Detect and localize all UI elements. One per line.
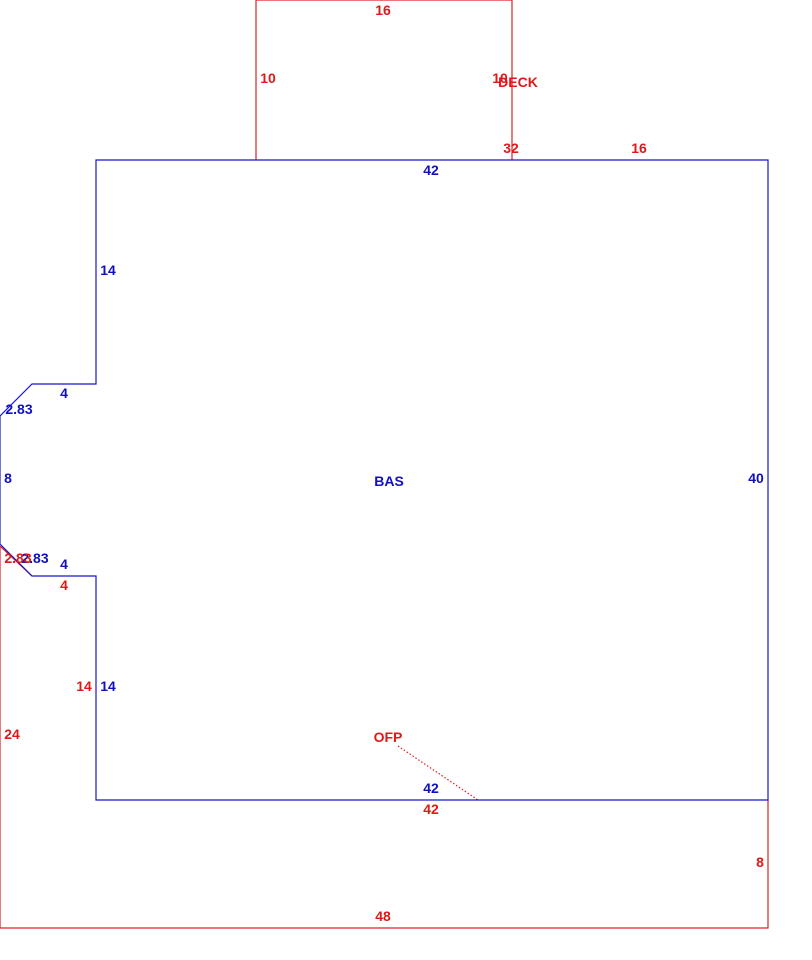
deck-area-label: DECK bbox=[498, 74, 538, 90]
deck-dim-segment-16: 16 bbox=[631, 140, 647, 156]
ofp-dim-bottom: 48 bbox=[375, 908, 391, 924]
bas-dim-top: 42 bbox=[423, 162, 439, 178]
bas-dim-left: 8 bbox=[4, 470, 12, 486]
ofp-dim-diagonal: 2.83 bbox=[4, 550, 31, 566]
bas-dim-lower-diagonal: 2.83 bbox=[21, 550, 48, 566]
deck-dim-right: 10 bbox=[492, 70, 508, 86]
ofp-area-label: OFP bbox=[374, 729, 403, 745]
bas-dim-right: 40 bbox=[748, 470, 764, 486]
bas-dim-lower-left-vertical: 14 bbox=[100, 678, 116, 694]
ofp-dim-notch: 4 bbox=[60, 577, 68, 593]
ofp-perimeter bbox=[0, 546, 769, 929]
bas-outline bbox=[0, 159, 769, 801]
ofp-dim-left: 24 bbox=[4, 726, 20, 742]
deck-outline bbox=[255, 0, 513, 160]
deck-dim-segment-32: 32 bbox=[503, 140, 519, 156]
bas-dim-upper-notch: 4 bbox=[60, 385, 68, 401]
bas-perimeter bbox=[0, 159, 769, 801]
bas-dim-bottom: 42 bbox=[423, 780, 439, 796]
ofp-dim-right: 8 bbox=[756, 854, 764, 870]
bas-dim-upper-left-vertical: 14 bbox=[100, 262, 116, 278]
deck-dim-left: 10 bbox=[260, 70, 276, 86]
deck-dim-top: 16 bbox=[375, 2, 391, 18]
bas-area-label: BAS bbox=[374, 473, 404, 489]
ofp-dim-top: 42 bbox=[423, 801, 439, 817]
bas-dim-lower-notch: 4 bbox=[60, 556, 68, 572]
deck-perimeter bbox=[255, 0, 513, 160]
bas-dim-upper-diagonal: 2.83 bbox=[5, 401, 32, 417]
ofp-dim-inner-vertical: 14 bbox=[76, 678, 92, 694]
